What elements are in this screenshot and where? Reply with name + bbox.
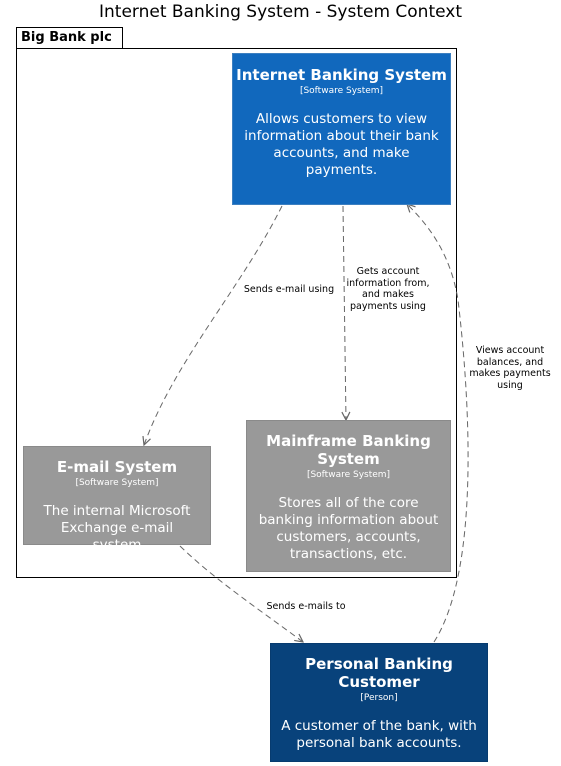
boundary-label: Big Bank plc	[16, 27, 123, 49]
node-name: Personal Banking Customer	[305, 655, 453, 691]
node-mainframe-banking-system[interactable]: Mainframe Banking System [Software Syste…	[246, 420, 451, 572]
node-description: A customer of the bank, with personal ba…	[281, 718, 477, 751]
node-description: Stores all of the core banking informati…	[258, 495, 439, 562]
boundary-big-bank	[16, 48, 457, 578]
node-stereotype: [Software System]	[306, 470, 391, 480]
node-stereotype: [Person]	[360, 693, 398, 703]
edge-customer-to-ibs	[407, 204, 469, 643]
node-stereotype: [Software System]	[299, 86, 384, 96]
node-email-system[interactable]: E-mail System [Software System] The inte…	[23, 446, 211, 553]
edge-label-gets-account-info: Gets account information from, and makes…	[346, 266, 430, 312]
node-description: The internal Microsoft Exchange e-mail s…	[43, 503, 191, 553]
diagram-title: Internet Banking System - System Context	[98, 2, 463, 22]
edge-label-sends-emails-to: Sends e-mails to	[266, 601, 346, 612]
edge-label-sends-email-using: Sends e-mail using	[243, 284, 335, 295]
edge-label-views-account-balances: Views account balances, and makes paymen…	[469, 345, 551, 391]
node-name: E-mail System	[56, 458, 178, 476]
node-personal-banking-customer[interactable]: Personal Banking Customer [Person] A cus…	[270, 643, 488, 762]
node-name: Mainframe Banking System	[266, 432, 431, 468]
node-stereotype: [Software System]	[75, 478, 159, 488]
node-internet-banking-system[interactable]: Internet Banking System [Software System…	[232, 53, 451, 205]
edge-ibs-to-mainframe	[343, 205, 346, 420]
edge-ibs-to-email	[144, 205, 283, 445]
node-name: Internet Banking System	[236, 66, 447, 84]
node-description: Allows customers to view information abo…	[244, 111, 439, 178]
